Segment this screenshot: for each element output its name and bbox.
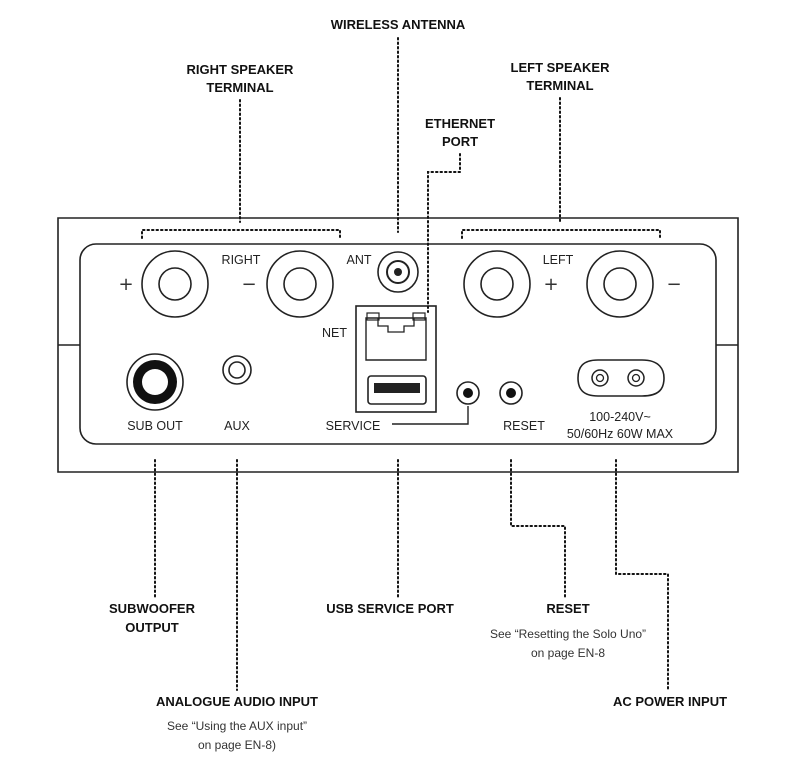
callout-reset: RESET [546,601,589,616]
sub-out-jack[interactable] [126,353,184,411]
panel-label-service: SERVICE [326,419,381,433]
callout-ethernet-line2: PORT [442,134,478,149]
callout-left-speaker-line2: TERMINAL [526,78,593,93]
panel-label-reset: RESET [503,419,545,433]
left-speaker-negative-terminal[interactable] [586,250,654,318]
leader-ac-power [615,459,669,691]
leader-reset [510,459,566,599]
callout-usb-service: USB SERVICE PORT [326,601,454,616]
callout-subwoofer-line1: SUBWOOFER [109,601,196,616]
callout-right-speaker-line1: RIGHT SPEAKER [187,62,295,77]
note-reset-line1: See “Resetting the Solo Uno” [490,627,646,641]
callout-ethernet-line1: ETHERNET [425,116,495,131]
callout-analogue: ANALOGUE AUDIO INPUT [156,694,318,709]
panel-label-aux: AUX [224,419,250,433]
aux-jack[interactable] [222,355,252,385]
panel-label-net: NET [322,326,347,340]
leader-ethernet [427,153,461,313]
callout-subwoofer-line2: OUTPUT [125,620,179,635]
service-bracket-line [392,406,469,425]
left-plus-symbol: + [543,274,558,295]
usb-service-port[interactable] [367,375,427,405]
leader-lines [141,37,669,691]
reset-pinhole[interactable] [499,381,523,405]
ac-power-inlet[interactable] [577,359,665,397]
service-pinhole[interactable] [456,381,480,405]
ethernet-port[interactable] [355,305,437,413]
antenna-connector[interactable] [377,251,419,293]
callout-wireless-antenna: WIRELESS ANTENNA [331,17,466,32]
left-speaker-positive-terminal[interactable] [463,250,531,318]
right-speaker-positive-terminal[interactable] [141,250,209,318]
note-reset-line2: on page EN-8 [531,646,605,660]
inner-panel [79,243,717,445]
panel-label-power-line1: 100-240V~ [589,410,651,424]
panel-label-sub-out: SUB OUT [127,419,183,433]
leader-left-speaker [461,97,661,239]
note-analogue-line1: See “Using the AUX input” [167,719,307,733]
panel-label-ant: ANT [347,253,372,267]
panel-label-power-line2: 50/60Hz 60W MAX [567,427,674,441]
left-minus-symbol: − [666,274,681,295]
panel-label-left: LEFT [543,253,574,267]
callout-ac-power: AC POWER INPUT [613,694,727,709]
right-minus-symbol: − [241,274,256,295]
callout-right-speaker-line2: TERMINAL [206,80,273,95]
leader-right-speaker [141,99,341,239]
panel-label-right: RIGHT [222,253,261,267]
note-analogue-line2: on page EN-8) [198,738,276,752]
device-body [57,217,739,473]
right-speaker-negative-terminal[interactable] [266,250,334,318]
right-plus-symbol: + [118,274,133,295]
callout-left-speaker-line1: LEFT SPEAKER [511,60,611,75]
